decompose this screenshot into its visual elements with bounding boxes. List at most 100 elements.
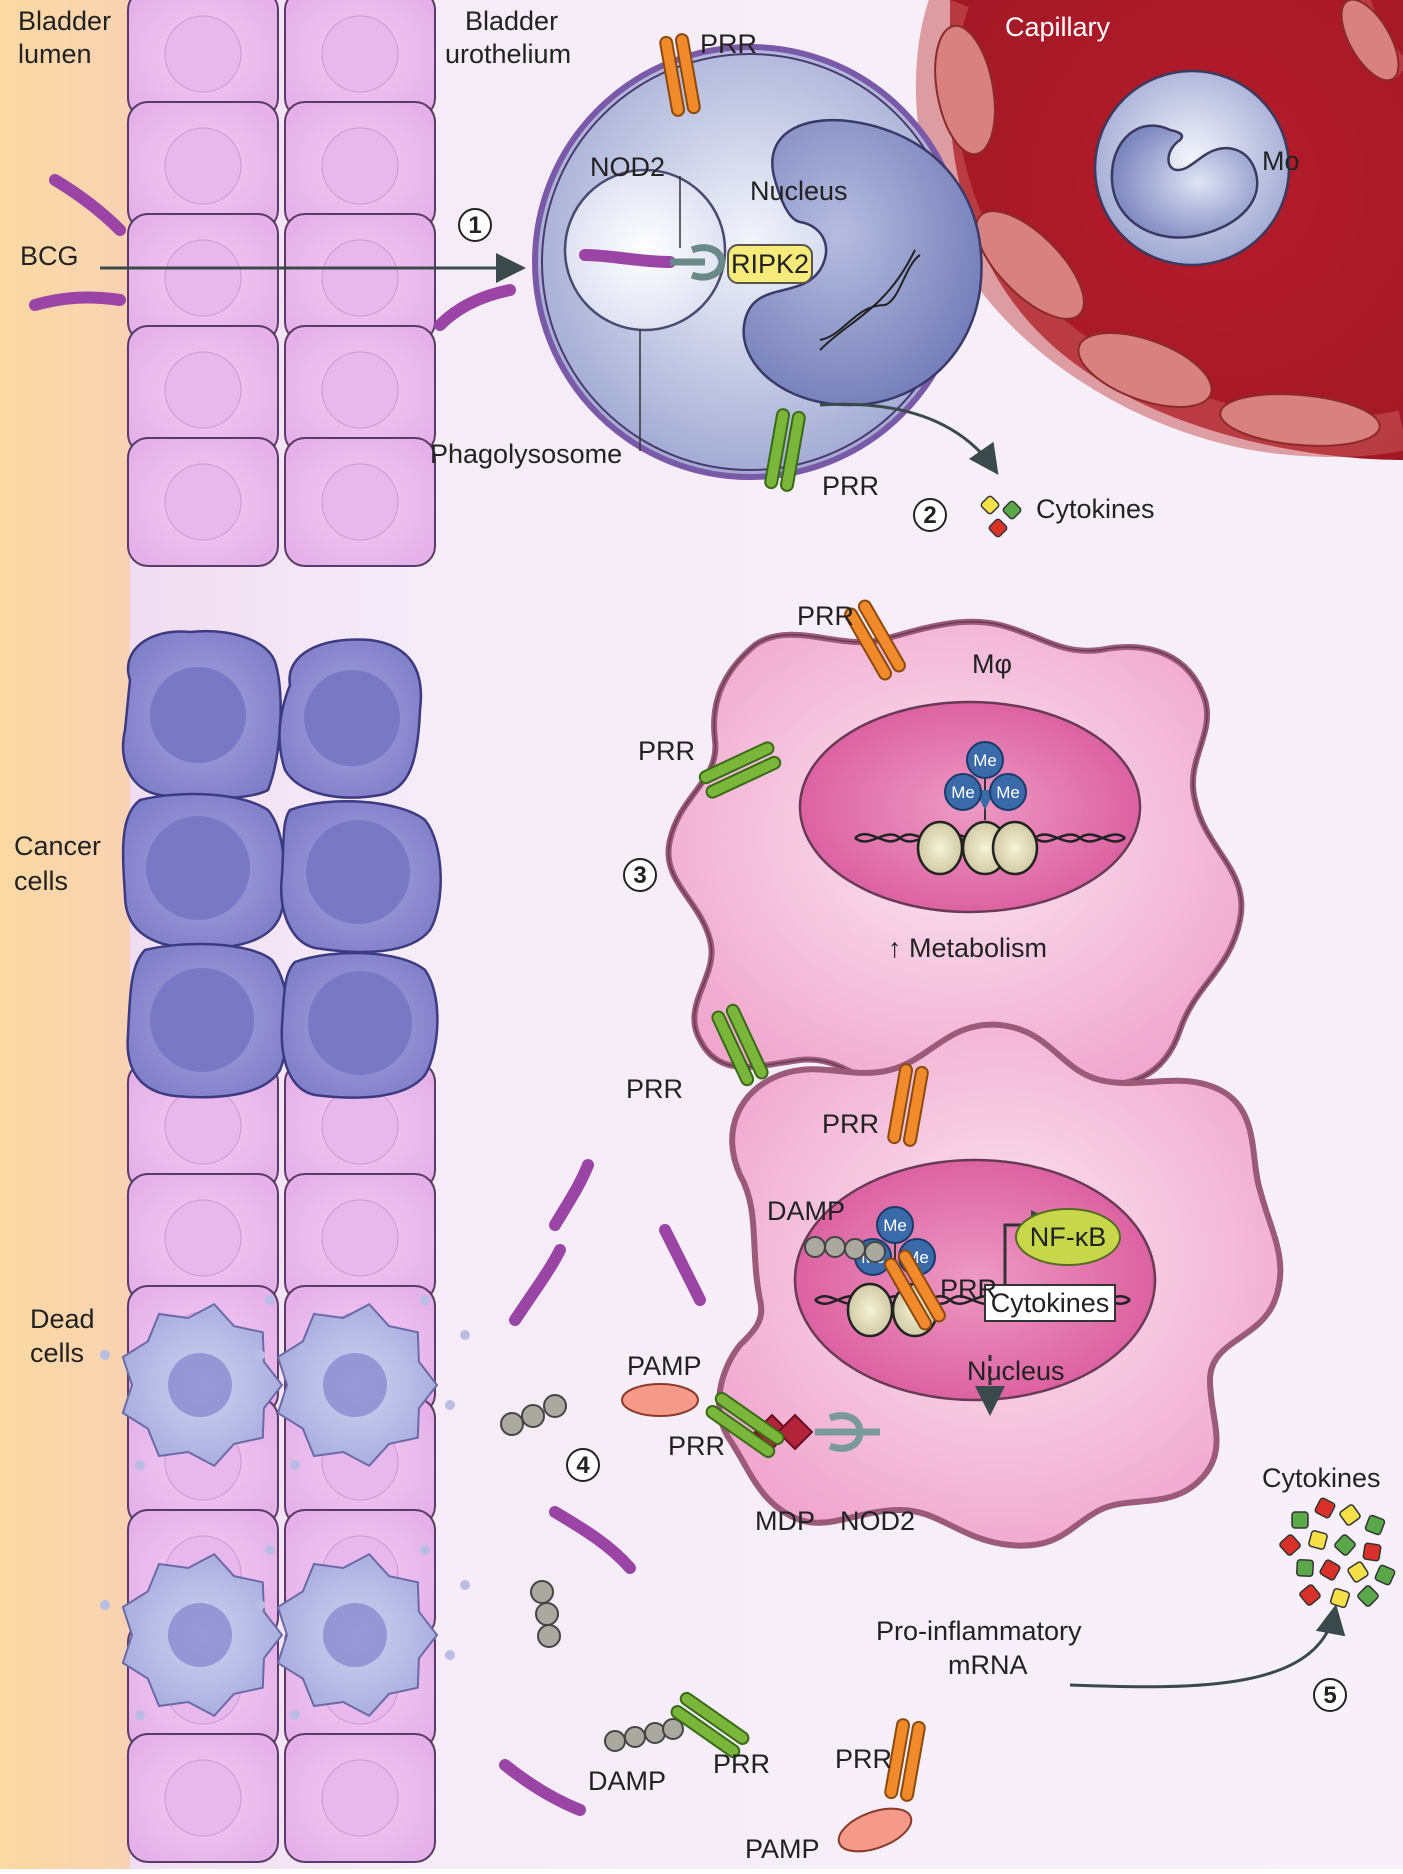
mrna-label-1: Pro-inflammatory	[876, 1616, 1082, 1646]
cytokine-particle-icon	[1334, 1534, 1356, 1556]
cytokines-label-2: Cytokines	[1262, 1463, 1381, 1493]
cytokine-release-arrow	[819, 402, 999, 475]
cytokine-particle-icon	[1002, 500, 1022, 520]
labels: Bladder lumen Bladder urothelium Capilla…	[14, 6, 1381, 1864]
bcg-bacillus-inside	[579, 249, 676, 268]
cytokine-particle-icon	[1329, 1587, 1351, 1609]
step-1-marker: 1	[458, 208, 492, 242]
bladder-urothelium-label-1: Bladder	[465, 6, 558, 36]
svg-text:2: 2	[923, 502, 936, 529]
bladder-lumen-label-1: Bladder	[18, 6, 111, 36]
svg-text:Me: Me	[996, 783, 1020, 802]
mdp-label: MDP	[755, 1506, 815, 1536]
prr-receptor-icon	[884, 1718, 926, 1802]
prr-label-6: PRR	[822, 1109, 879, 1139]
step-2-marker: 2	[913, 498, 947, 532]
cytokine-particle-icon	[1357, 1585, 1379, 1607]
dead-cells-label-2: cells	[30, 1338, 84, 1368]
prr-receptor-icon	[670, 1691, 750, 1759]
cell-1-phagocyte: RIPK2	[532, 44, 983, 480]
cytokine-particles	[980, 495, 1396, 1609]
prr-receptor-icon	[705, 1391, 785, 1459]
pamp-label-1: PAMP	[627, 1351, 702, 1381]
phagolysosome	[563, 168, 727, 332]
capillary	[915, 0, 1403, 460]
cytokines-label-1: Cytokines	[1036, 494, 1155, 524]
cytokine-particle-icon	[1319, 1559, 1341, 1581]
svg-text:1: 1	[468, 212, 481, 239]
pamp-label-2: PAMP	[745, 1834, 820, 1864]
nucleosome-icon	[916, 820, 1039, 876]
step-4-marker: 4	[566, 1448, 600, 1482]
methyl-group-icon: Me Me Me	[944, 741, 1027, 820]
bcg-bacilli	[29, 174, 706, 1816]
prr-label-4: PRR	[638, 736, 695, 766]
prr-label-10: PRR	[835, 1744, 892, 1774]
bcg-label: BCG	[20, 241, 79, 271]
cytokine-particle-icon	[1364, 1514, 1386, 1536]
step-markers: 1 2 3 4 5	[458, 208, 1347, 1712]
prr-receptor-icon	[764, 408, 806, 492]
prr-receptor-icon	[844, 599, 906, 681]
prr-receptor-icon	[659, 33, 701, 117]
ripk2-box	[727, 244, 813, 284]
arrows	[100, 253, 1346, 1689]
macrophage-3: Me Me Me	[665, 618, 1245, 1102]
pamp-shapes	[621, 1383, 913, 1853]
cytokine-particle-icon	[1339, 1504, 1361, 1526]
prr-label-9: PRR	[713, 1749, 770, 1779]
cancer-cells	[121, 630, 442, 1099]
nucleus-label-1: Nucleus	[750, 176, 848, 206]
svg-text:Me: Me	[973, 751, 997, 770]
svg-text:Me: Me	[951, 783, 975, 802]
cytokine-particle-icon	[1347, 1561, 1369, 1583]
phagolysosome-label: Phagolysosome	[430, 439, 622, 469]
nod2-receptor	[815, 1412, 880, 1452]
macrophage-4: Me Me Me NF-κB Cytokines	[716, 1021, 1284, 1549]
prr-label-8: PRR	[668, 1431, 725, 1461]
dead-cells-label-1: Dead	[30, 1304, 95, 1334]
nucleus-label-2: Nucleus	[967, 1356, 1065, 1386]
cancer-cells-label-1: Cancer	[14, 831, 101, 861]
ripk2-label: RIPK2	[731, 249, 809, 279]
svg-text:3: 3	[633, 862, 646, 889]
cancer-cells-label-2: cells	[14, 866, 68, 896]
prr-receptors	[659, 33, 946, 1802]
cytokine-particle-icon	[1314, 1497, 1336, 1519]
monocyte-nucleus	[1110, 124, 1259, 239]
prr-receptor-icon	[698, 741, 782, 799]
damp-label-1: DAMP	[767, 1196, 845, 1226]
cytokine-particle-icon	[1374, 1564, 1396, 1586]
cytokines-gene-box	[984, 1284, 1116, 1322]
metabolism-label: ↑ Metabolism	[888, 933, 1047, 963]
cytokine-particle-icon	[1299, 1584, 1321, 1606]
damp-particles	[500, 1236, 886, 1752]
prr-receptor-icon	[887, 1063, 929, 1147]
bladder-lumen-label-2: lumen	[18, 39, 92, 69]
capillary-label: Capillary	[1005, 12, 1111, 42]
nfkb-label: NF-κB	[1030, 1222, 1107, 1252]
cytokines-gene-label: Cytokines	[991, 1288, 1110, 1318]
mrna-label-2: mRNA	[948, 1650, 1028, 1680]
dead-cells	[100, 1295, 470, 1720]
cytokine-particle-icon	[1295, 1558, 1315, 1578]
cytokine-particle-icon	[988, 518, 1008, 538]
svg-text:5: 5	[1323, 1682, 1336, 1709]
nod2-receptor	[670, 244, 726, 281]
cytokine-particle-icon	[1279, 1534, 1301, 1556]
prr-label-2: PRR	[822, 471, 879, 501]
prr-label-1: PRR	[700, 29, 757, 59]
monocyte-label: Mo	[1262, 146, 1300, 176]
step-5-marker: 5	[1313, 1678, 1347, 1712]
step-3-marker: 3	[623, 858, 657, 892]
cytokine-particle-icon	[1308, 1530, 1328, 1550]
prr-receptor-icon	[884, 1249, 946, 1331]
svg-text:4: 4	[576, 1452, 590, 1479]
cytokine-particle-icon	[980, 495, 1000, 515]
prr-label-7: PRR	[940, 1274, 997, 1304]
damp-label-2: DAMP	[588, 1766, 666, 1796]
cytokine-secretion-arrow	[1069, 1604, 1346, 1689]
nod2-label-1: NOD2	[590, 152, 665, 182]
